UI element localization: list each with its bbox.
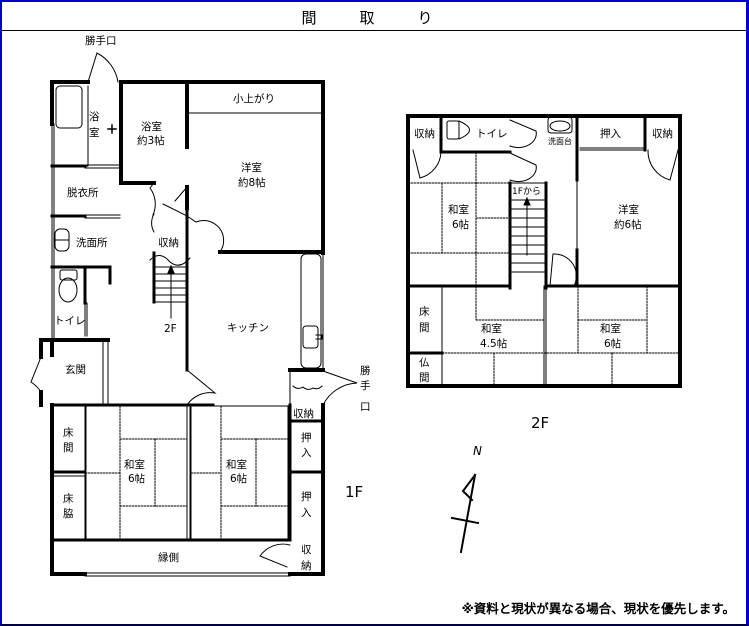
label-2f-japanese-room-c: 和室 [600,322,621,335]
label-2f-storage-right: 収納 [652,127,673,140]
label-bath-room-size: 約3帖 [137,134,165,147]
label-loft: 小上がり [233,92,275,105]
label-changing-room: 脱衣所 [67,186,99,199]
floor-1-labels: 勝手口 浴 室 浴室 約3帖 小上がり 洋室 約8帖 脱衣所 洗面所 収納 トイ… [54,34,371,572]
label-bath-small: 浴 [89,111,100,123]
label-2f-stairs-from: 1Fから [512,186,541,197]
label-alcove-2: 間 [63,442,74,454]
floor-1-label: 1F [345,483,363,501]
label-2f-alcove-2: 間 [419,322,430,334]
label-2f-japanese-room-a: 和室 [448,203,469,216]
label-japanese-room-1: 和室 [124,458,145,471]
label-japanese-room-1-size: 6帖 [128,472,146,485]
floor-1-plan [30,52,358,577]
label-toilet: トイレ [54,315,86,327]
label-2f-japanese-room-b: 和室 [481,322,502,335]
label-2f-japanese-room-b-size: 4.5帖 [480,337,508,350]
floor-2-labels: 収納 トイレ 洗面台 押入 収納 和室 6帖 1Fから 洋室 約6帖 床 間 仏… [414,127,673,432]
label-closet-1: 押 [301,431,312,444]
label-2f-wash-basin: 洗面台 [548,136,572,146]
label-japanese-room-2: 和室 [226,458,247,471]
label-back-door-right: 勝 [360,364,371,377]
label-japanese-room-2-size: 6帖 [230,472,248,485]
label-storage-right: 収納 [293,407,314,420]
label-2f-japanese-room-c-size: 6帖 [604,337,622,350]
label-western-room-size: 約8帖 [238,176,266,189]
label-back-door-right-3: 口 [360,401,371,413]
label-entrance: 玄関 [65,363,86,376]
label-back-door-right-2: 手 [360,379,371,392]
label-2f-toilet: トイレ [476,128,508,140]
label-2f-altar-2: 間 [419,372,430,384]
label-2f-closet: 押入 [600,127,621,140]
label-stairs-up: 2F [164,323,177,335]
label-2f-alcove: 床 [419,305,430,318]
label-2f-western-room: 洋室 [618,203,639,216]
label-2f-japanese-room-a-size: 6帖 [452,218,470,231]
page-title: 間 取 り [301,9,447,27]
label-2f-altar: 仏 [419,357,430,369]
north-arrow [450,473,480,554]
label-western-room: 洋室 [241,161,262,174]
label-back-door-top: 勝手口 [85,34,117,47]
floor-2-label: 2F [531,414,549,432]
label-storage-stairs: 収納 [158,236,179,249]
label-bath-small-2: 室 [89,126,100,139]
label-washroom: 洗面所 [76,237,108,249]
label-closet-2-b: 入 [301,507,312,519]
label-storage-bottom-2: 納 [301,559,312,572]
label-side-alcove: 床 [63,492,74,505]
label-side-alcove-2: 脇 [63,508,74,520]
label-2f-storage-left: 収納 [414,127,435,140]
label-closet-2: 押 [301,490,312,503]
label-kitchen: キッチン [227,322,269,334]
label-storage-bottom: 収 [301,544,312,556]
label-closet-1-b: 入 [301,447,312,459]
title-bar: 間 取 り [2,2,746,31]
floor-2-plan [406,114,682,388]
label-bath-room: 浴室 [141,120,162,133]
label-2f-western-room-size: 約6帖 [614,218,642,231]
label-veranda: 縁側 [158,551,179,564]
label-alcove: 床 [63,426,74,439]
disclaimer-note: ※資料と現状が異なる場合、現状を優先します。 [461,601,735,616]
north-label: N [473,444,482,458]
